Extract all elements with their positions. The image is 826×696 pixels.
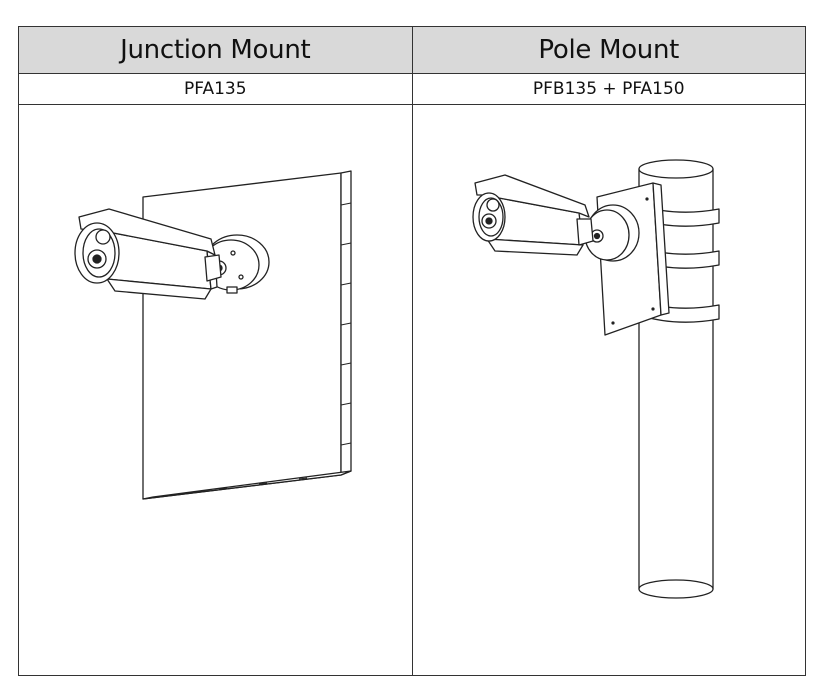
header-pole-mount: Pole Mount [411,27,806,73]
pole-camera-drawing [471,159,720,599]
header-row: Junction Mount Pole Mount [19,27,805,74]
illustration-row [19,105,805,675]
model-junction-mount: PFA135 [183,79,247,99]
wall-panel-face [142,172,342,500]
model-pole-mount: PFB135 + PFA150 [411,74,806,104]
wall-camera-drawing [74,170,352,500]
model-row: PFA135 PFB135 + PFA150 [19,74,805,105]
header-junction-mount: Junction Mount [120,35,311,65]
mount-table: Junction Mount Pole Mount PFA135 PFB135 … [18,26,806,676]
junction-mount-illustration [19,105,412,675]
pole-mount-illustration [411,105,806,675]
